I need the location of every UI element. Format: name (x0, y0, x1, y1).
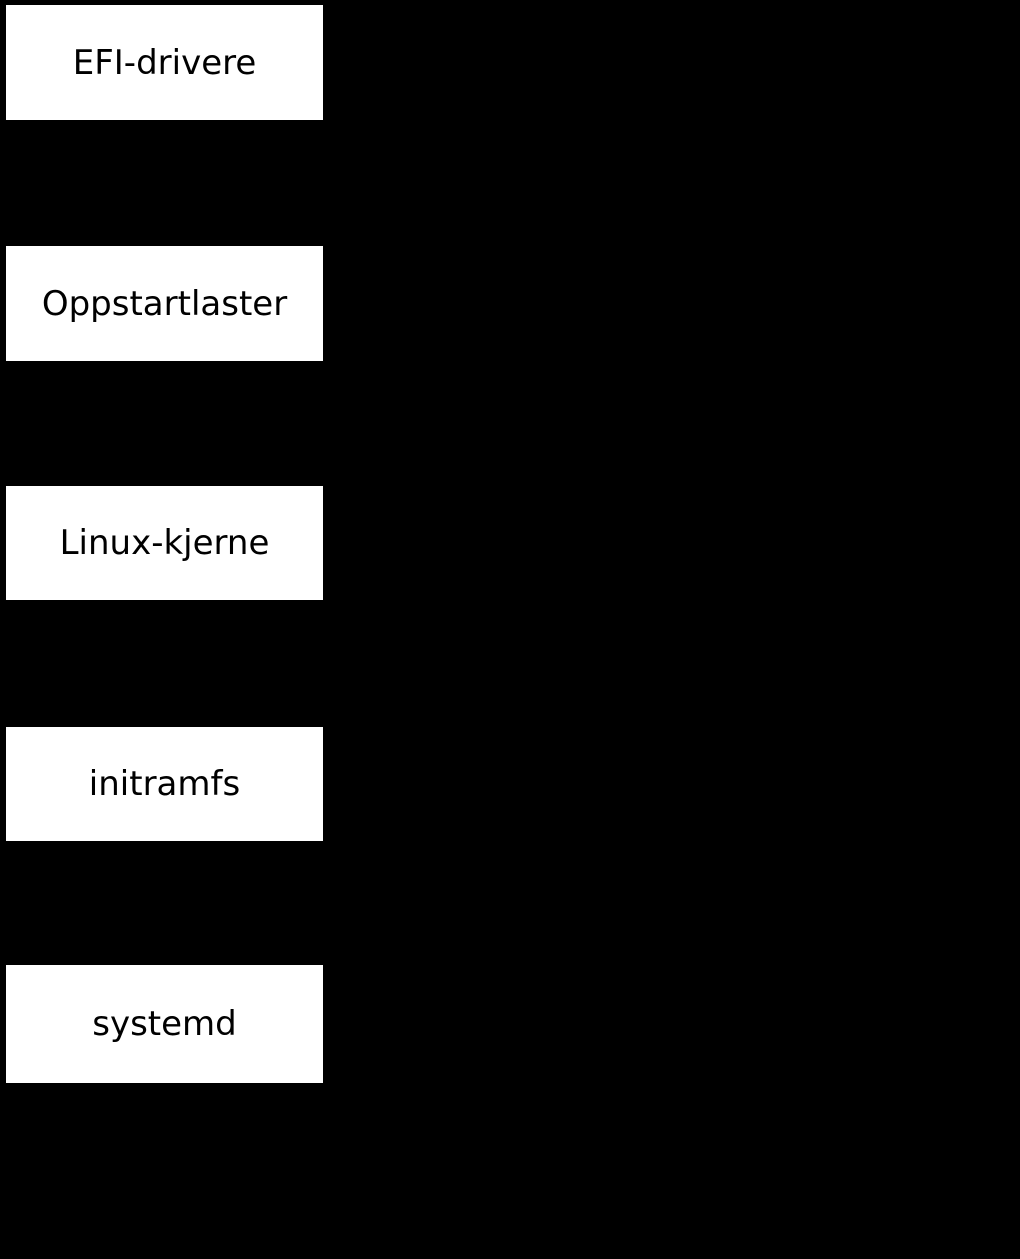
node-oppstartlaster: Oppstartlaster (6, 246, 323, 361)
node-systemd-label: systemd (92, 1004, 237, 1044)
node-oppstartlaster-label: Oppstartlaster (41, 283, 288, 324)
node-efi-drivere-label: EFI-drivere (72, 42, 257, 83)
node-linux-kjerne: Linux-kjerne (6, 486, 323, 600)
node-systemd: systemd (6, 965, 323, 1083)
node-initramfs: initramfs (6, 727, 323, 841)
node-efi-drivere: EFI-drivere (6, 5, 323, 120)
node-initramfs-label: initramfs (88, 764, 241, 804)
node-linux-kjerne-label: Linux-kjerne (59, 523, 270, 563)
